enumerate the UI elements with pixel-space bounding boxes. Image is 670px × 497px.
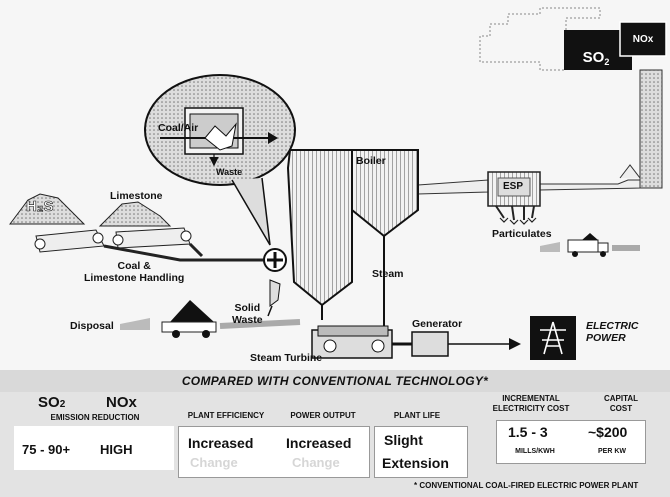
- capital-cost-unit: PER KW: [598, 448, 626, 455]
- flue-duct-to-stack: [539, 179, 641, 191]
- generator: [392, 331, 449, 357]
- power-output-value: Increased: [286, 435, 352, 451]
- power-plant-diagram: SO2 NOx: [9, 7, 667, 360]
- plant-life-box: [374, 426, 468, 478]
- nox-column-header: NOx: [106, 394, 137, 411]
- limestone-label: Limestone: [110, 190, 163, 202]
- electric-power-label: ELECTRIC POWER: [586, 320, 639, 344]
- waste-label: Waste: [216, 167, 243, 177]
- incremental-cost-unit: MILLS/KWH: [515, 448, 555, 455]
- incremental-cost-value: 1.5 - 3: [508, 424, 548, 440]
- electric-power-line-1: ELECTRIC: [586, 320, 639, 332]
- steam-turbine-label: Steam Turbine: [250, 352, 323, 364]
- esp-unit: [487, 171, 541, 225]
- coal-conveyor: [34, 229, 105, 253]
- plume-outline: [479, 7, 601, 71]
- combustor-detail-bubble: [144, 74, 296, 246]
- svg-text:SO2: SO2: [583, 49, 610, 67]
- plant-life-value-line-2: Extension: [382, 455, 449, 471]
- stack: [639, 69, 663, 189]
- plant-efficiency-header: PLANT EFFICIENCY: [187, 411, 265, 420]
- power-output-ghost-text: Change: [292, 455, 340, 470]
- capital-cost-value: ~$200: [588, 424, 628, 440]
- solid-waste-label: Solid Waste: [232, 302, 263, 326]
- nox-emission-block: NOx: [619, 21, 667, 57]
- so2-reduction-value: 75 - 90+: [22, 442, 71, 457]
- so2-subscript: 2: [59, 399, 66, 410]
- disposal-truck: [120, 300, 301, 338]
- so2-column-header: SO2: [38, 394, 66, 411]
- esp-label: ESP: [503, 181, 524, 192]
- coal-air-label: Coal/Air: [158, 122, 199, 134]
- electric-power-line-2: POWER: [586, 332, 626, 344]
- nox-reduction-value: HIGH: [100, 442, 133, 457]
- limestone-pile: [98, 201, 172, 227]
- cost-box: [496, 420, 646, 464]
- incremental-cost-header: INCREMENTAL ELECTRICITY COST: [492, 394, 570, 413]
- handling-line-2: Limestone Handling: [84, 272, 185, 284]
- coal-limestone-handling-label: Coal & Limestone Handling: [84, 260, 184, 284]
- svg-text:NOx: NOx: [633, 34, 654, 45]
- transmission-tower-icon: [530, 316, 576, 360]
- footnote: * CONVENTIONAL COAL-FIRED ELECTRIC POWER…: [414, 481, 639, 490]
- solid-waste-chute: [267, 279, 281, 317]
- solid-waste-line-2: Waste: [232, 314, 263, 326]
- capital-cost-header: CAPITAL COST: [603, 394, 639, 413]
- steam-turbine: [311, 325, 393, 359]
- limestone-conveyor: [112, 227, 192, 249]
- disposal-label: Disposal: [70, 320, 114, 332]
- efficiency-power-box: [178, 426, 370, 478]
- plant-life-header: PLANT LIFE: [393, 411, 441, 420]
- generator-label: Generator: [412, 318, 463, 330]
- emission-reduction-header: EMISSION REDUCTION: [50, 413, 140, 422]
- comparison-banner: COMPARED WITH CONVENTIONAL TECHNOLOGY*: [0, 370, 670, 392]
- emissions-values-box: [14, 426, 174, 470]
- boiler: [286, 149, 419, 340]
- boiler-label: Boiler: [356, 155, 386, 167]
- particulate-truck: [540, 233, 640, 257]
- handling-line-1: Coal &: [117, 260, 151, 272]
- plant-life-value-line-1: Slight: [384, 432, 423, 448]
- h2s-pile: [9, 193, 86, 225]
- power-output-header: POWER OUTPUT: [290, 411, 356, 420]
- plant-efficiency-ghost-text: Change: [190, 455, 238, 470]
- particulates-label: Particulates: [492, 228, 552, 240]
- feed-line: [103, 244, 268, 262]
- comparison-table: SO2 NOx EMISSION REDUCTION PLANT EFFICIE…: [0, 392, 670, 497]
- solid-waste-line-1: Solid: [234, 302, 261, 314]
- steam-label: Steam: [372, 268, 404, 280]
- feed-fan: [263, 248, 287, 272]
- plant-efficiency-value: Increased: [188, 435, 254, 451]
- h2s-label: H₂S: [26, 198, 54, 215]
- flue-duct-to-esp: [417, 179, 489, 195]
